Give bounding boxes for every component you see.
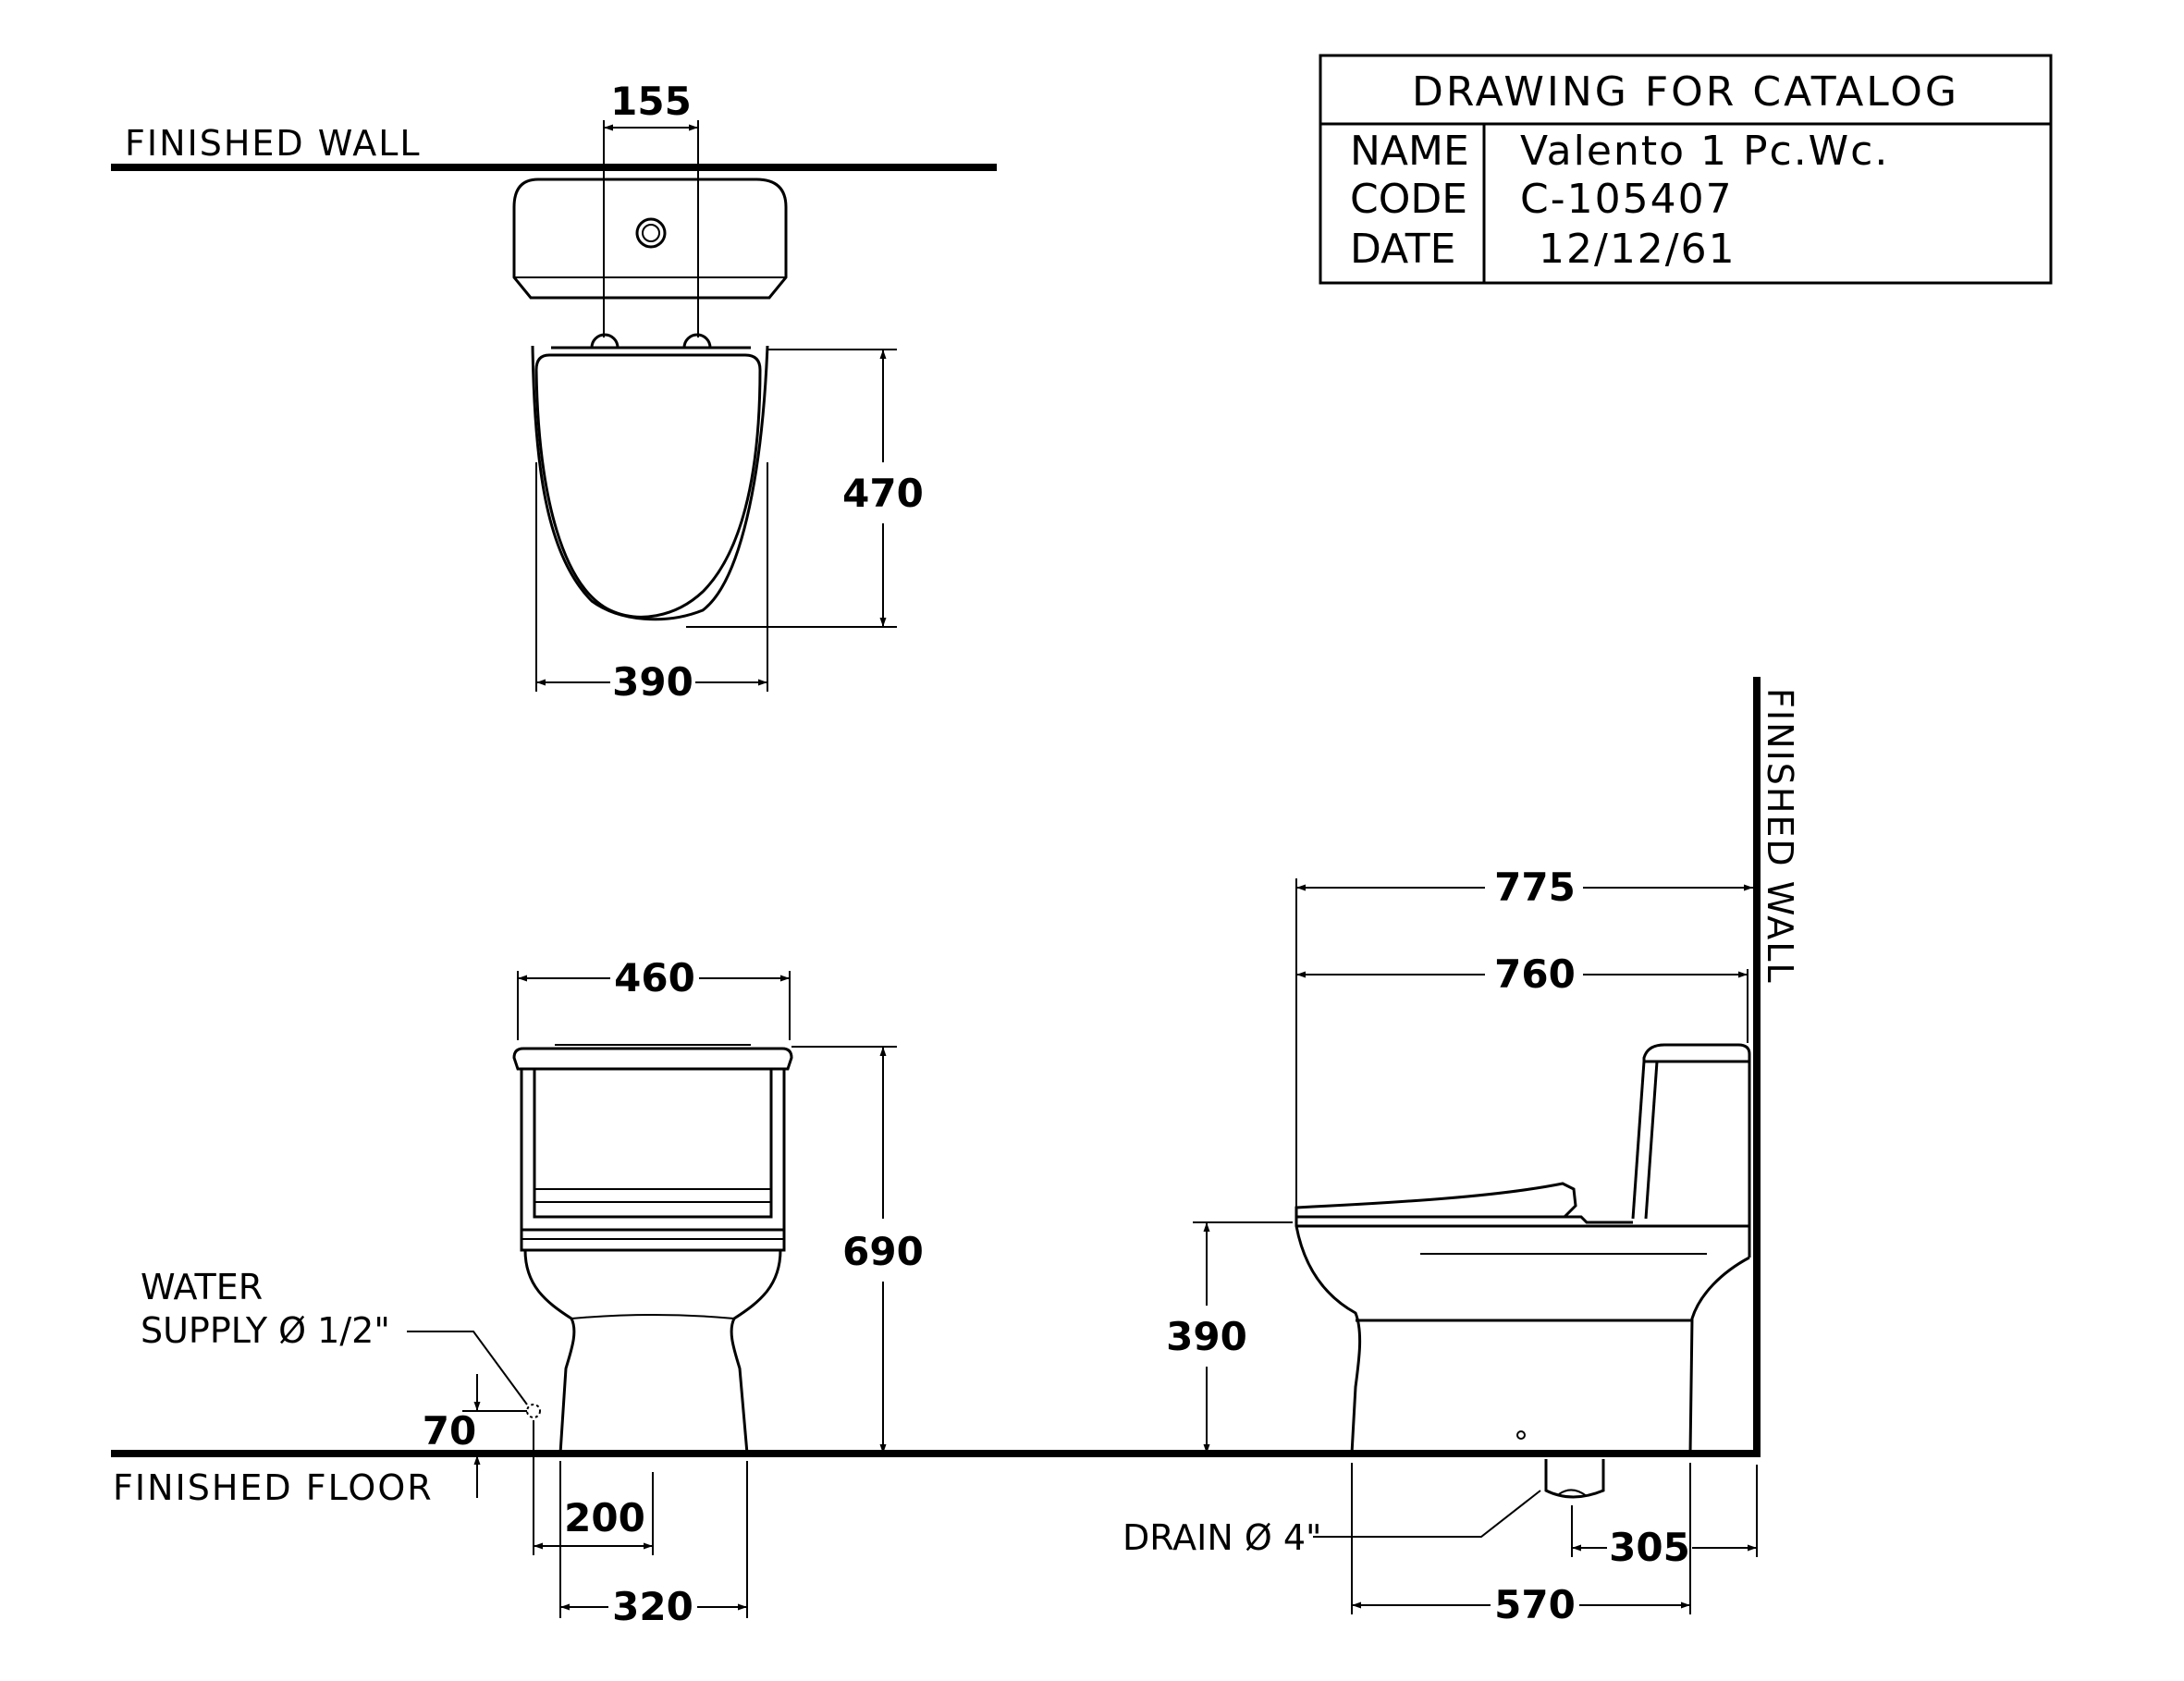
title-block-heading: DRAWING FOR CATALOG — [1412, 68, 1959, 116]
drain-label: DRAIN Ø 4" — [1123, 1517, 1321, 1558]
dim-hinge-spacing: 155 — [610, 79, 692, 124]
title-block-name-label: NAME — [1350, 128, 1469, 175]
dim-tank-width: 460 — [614, 955, 695, 1000]
bowl-top-outline — [531, 345, 769, 621]
dim-seat-width: 390 — [612, 659, 693, 705]
finished-floor-label: FINISHED FLOOR — [113, 1467, 434, 1508]
dim-supply-offset: 200 — [564, 1495, 645, 1540]
drain-pipe-icon — [1544, 1459, 1605, 1499]
dim-supply-height: 70 — [423, 1408, 476, 1454]
title-block-name-value: Valento 1 Pc.Wc. — [1520, 128, 1889, 175]
dim-seat-height: 390 — [1166, 1314, 1247, 1359]
seat-lid-top-outline — [534, 353, 762, 619]
finished-wall-label-side: FINISHED WALL — [1760, 688, 1800, 985]
top-view: FINISHED WALL 155 470 390 — [111, 79, 997, 705]
front-view: 460 690 WATER SUPPLY Ø 1/2" 70 200 320 — [141, 955, 924, 1629]
water-supply-inlet-icon — [526, 1404, 541, 1418]
tank-body-front — [520, 1069, 786, 1232]
title-block-date-label: DATE — [1350, 226, 1455, 273]
seat-lid-side — [1294, 1182, 1577, 1219]
water-supply-leader — [407, 1331, 528, 1405]
drain-leader — [1313, 1490, 1541, 1538]
title-block-date-value: 12/12/61 — [1539, 226, 1736, 273]
title-block-code-value: C-105407 — [1520, 176, 1734, 223]
title-block-code-label: CODE — [1350, 176, 1467, 223]
title-block: DRAWING FOR CATALOG NAME Valento 1 Pc.Wc… — [1319, 54, 2053, 285]
bowl-side-outline — [1294, 1217, 1362, 1454]
bowl-front-outline — [523, 1249, 576, 1454]
dim-overall-length: 775 — [1494, 865, 1576, 910]
side-view: FINISHED WALL DRAIN Ø 4" 775 760 — [1123, 677, 1800, 1627]
water-supply-label-line1: WATER — [141, 1267, 263, 1307]
tank-lid-front — [512, 1047, 793, 1071]
dim-base-length: 570 — [1494, 1582, 1576, 1627]
tank-side-outline — [1642, 1043, 1751, 1063]
tank-top-outline — [512, 178, 788, 300]
flush-button-icon — [635, 217, 667, 249]
dim-seat-length: 760 — [1494, 951, 1576, 997]
dim-overall-height: 690 — [842, 1229, 924, 1274]
finished-wall-label-top: FINISHED WALL — [125, 123, 422, 164]
water-supply-label-line2: SUPPLY Ø 1/2" — [141, 1310, 390, 1351]
dim-drain-offset: 305 — [1609, 1525, 1690, 1570]
dim-seat-depth: 470 — [842, 471, 924, 516]
dim-base-width: 320 — [612, 1584, 693, 1629]
